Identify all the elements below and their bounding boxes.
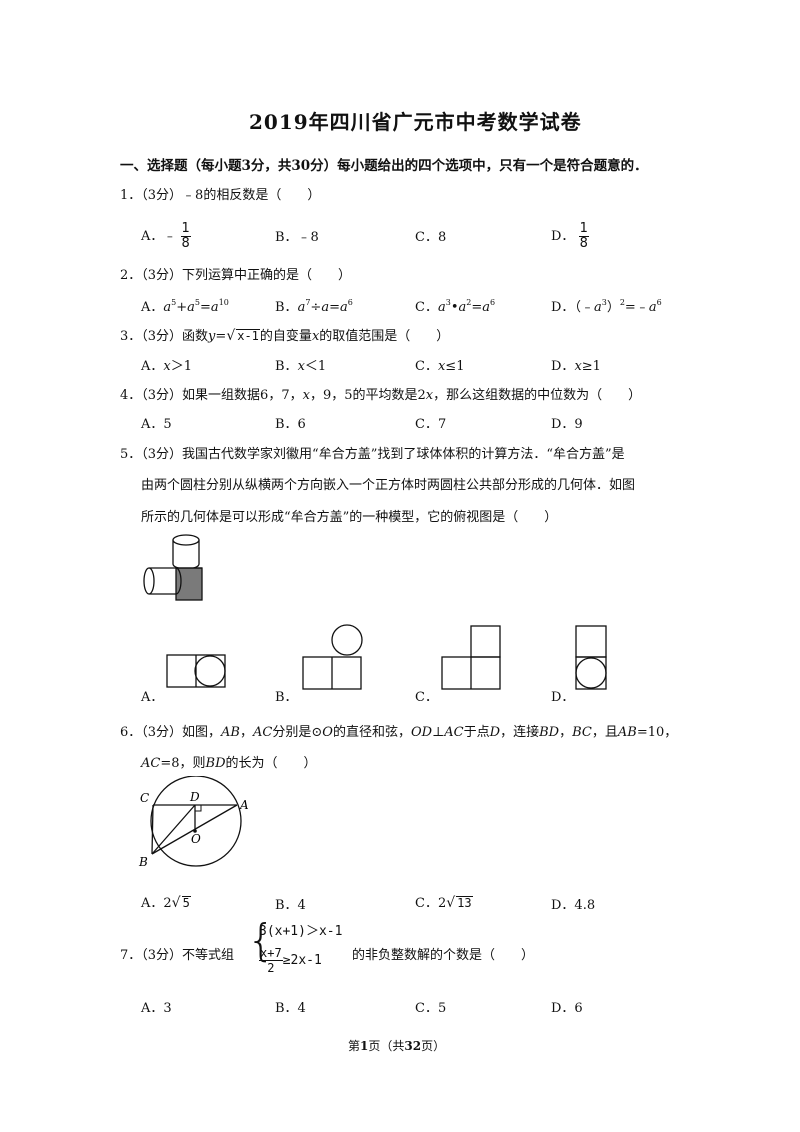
page-footer: 第1页（共32页） bbox=[348, 1039, 446, 1053]
q4-option-b[interactable]: B．6 bbox=[275, 417, 306, 432]
q6-circle-figure: C D A O B bbox=[138, 776, 249, 869]
q6-option-b[interactable]: B．4 bbox=[275, 898, 306, 913]
q2-option-a[interactable]: A．a5+a5=a10 bbox=[141, 298, 229, 316]
question-6-line-2: AC=8，则BD的长为（ ） bbox=[141, 756, 317, 771]
label-A: A bbox=[239, 798, 249, 812]
q4-option-c[interactable]: C．7 bbox=[415, 417, 447, 432]
q1-option-b[interactable]: B．﹣8 bbox=[275, 230, 319, 245]
question-7-stem-prefix: 7．（3分）不等式组 bbox=[120, 948, 235, 963]
label-B: B bbox=[138, 855, 148, 869]
q7-option-d[interactable]: D．6 bbox=[551, 1001, 583, 1016]
q3-option-d[interactable]: D．x≥1 bbox=[551, 359, 601, 374]
question-1-stem: 1．（3分）﹣8的相反数是（ ） bbox=[120, 188, 321, 203]
page-number: 1 bbox=[360, 1039, 369, 1053]
q5-option-b-figure[interactable] bbox=[302, 624, 364, 692]
q1-option-c[interactable]: C．8 bbox=[415, 230, 447, 245]
q2-option-c[interactable]: C．a3•a2=a6 bbox=[415, 298, 496, 316]
q6-option-a[interactable]: A．2√5 bbox=[141, 895, 191, 911]
q5-option-d-figure[interactable] bbox=[574, 624, 610, 692]
label-O: O bbox=[191, 832, 201, 846]
q4-option-a[interactable]: A．5 bbox=[141, 417, 172, 432]
question-5-line-3: 所示的几何体是可以形成“牟合方盖”的一种模型，它的俯视图是（ ） bbox=[141, 510, 558, 525]
q3-option-a[interactable]: A．x＞1 bbox=[141, 359, 193, 374]
question-4-stem: 4．（3分）如果一组数据6，7，x，9，5的平均数是2x，那么这组数据的中位数为… bbox=[120, 388, 642, 403]
question-7-stem-suffix: 的非负整数解的个数是（ ） bbox=[352, 948, 535, 963]
q5-option-a-label[interactable]: A． bbox=[141, 690, 164, 705]
q1-option-d-prefix: D． bbox=[551, 229, 575, 244]
q7-option-c[interactable]: C．5 bbox=[415, 1001, 447, 1016]
q7-option-b[interactable]: B．4 bbox=[275, 1001, 306, 1016]
q5-option-a-figure[interactable] bbox=[166, 652, 228, 690]
question-3-stem: 3．（3分）函数y=√x-1的自变量x的取值范围是（ ） bbox=[120, 328, 450, 344]
label-D: D bbox=[189, 790, 200, 804]
page-total: 32 bbox=[404, 1039, 422, 1053]
q5-option-d-label[interactable]: D． bbox=[551, 690, 575, 705]
question-5-line-2: 由两个圆柱分别从纵横两个方向嵌入一个正方体时两圆柱公共部分形成的几何体．如图 bbox=[141, 478, 636, 493]
q4-option-d[interactable]: D．9 bbox=[551, 417, 583, 432]
page-title: 2019年四川省广元市中考数学试卷 bbox=[249, 110, 582, 134]
q3-option-c[interactable]: C．x≤1 bbox=[415, 359, 465, 374]
question-6-line-1: 6．（3分）如图，AB，AC分别是⊙O的直径和弦，OD⊥AC于点D，连接BD，B… bbox=[120, 725, 678, 740]
q3-option-b[interactable]: B．x＜1 bbox=[275, 359, 327, 374]
q5-solid-figure bbox=[143, 534, 203, 601]
question-2-stem: 2．（3分）下列运算中正确的是（ ） bbox=[120, 268, 352, 283]
q6-option-c[interactable]: C．2√13 bbox=[415, 895, 473, 911]
q5-option-c-figure[interactable] bbox=[441, 624, 503, 692]
q7-inequality-1: 3(x+1)＞x-1 bbox=[259, 924, 343, 939]
q3-radicand: x-1 bbox=[236, 329, 260, 343]
sqrt-sign: √ bbox=[226, 328, 236, 344]
section-header: 一、选择题（每小题3分，共30分）每小题给出的四个选项中，只有一个是符合题意的． bbox=[120, 158, 648, 174]
q5-option-c-label[interactable]: C． bbox=[415, 690, 438, 705]
question-5-line-1: 5．（3分）我国古代数学家刘徽用“牟合方盖”找到了球体体积的计算方法．“牟合方盖… bbox=[120, 447, 625, 462]
q2-option-b[interactable]: B．a7÷a=a6 bbox=[275, 298, 353, 316]
q7-option-a[interactable]: A．3 bbox=[141, 1001, 172, 1016]
label-C: C bbox=[140, 791, 149, 805]
q2-option-d[interactable]: D．（﹣a3）2=﹣a6 bbox=[551, 298, 662, 316]
q5-option-b-label[interactable]: B． bbox=[275, 690, 298, 705]
q6-option-d[interactable]: D．4.8 bbox=[551, 898, 596, 913]
q1-option-a-prefix: A．﹣ bbox=[141, 229, 177, 244]
system-brace: { bbox=[247, 915, 275, 966]
